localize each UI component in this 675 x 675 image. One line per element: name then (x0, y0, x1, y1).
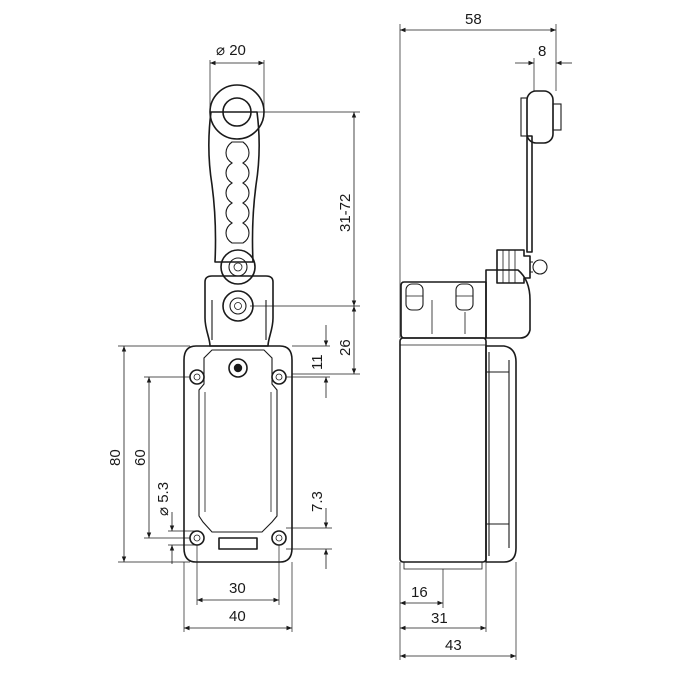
lever-side (526, 135, 533, 253)
top-screw (228, 358, 248, 378)
side-view (399, 90, 562, 570)
body-side (399, 337, 487, 563)
dimension-labels: ⌀ 20 31-72 26 11 80 60 ⌀ 5.3 7.3 30 40 5… (107, 11, 546, 654)
dim-body-depth: 31 (431, 610, 448, 627)
lever-hub-side (496, 249, 531, 284)
dim-body-width: 40 (229, 608, 246, 625)
cover-side (485, 345, 517, 563)
dim-roller-width: 8 (538, 43, 546, 60)
label-slot (218, 537, 258, 550)
dim-roller-diameter: ⌀ 20 (216, 42, 246, 59)
lever-clamp-screw (220, 249, 256, 285)
front-view (183, 84, 293, 563)
dim-hole-diameter: ⌀ 5.3 (155, 482, 172, 516)
lever-arm (208, 111, 260, 263)
dim-total-depth: 58 (465, 11, 482, 28)
dim-housing-depth: 43 (445, 637, 462, 654)
actuator-head (204, 275, 274, 347)
dim-mount-offset: 16 (411, 584, 428, 601)
dim-actuator-height: 26 (337, 339, 354, 356)
body-cover (198, 349, 278, 533)
lever-slot (225, 141, 250, 244)
mounting-holes (189, 369, 287, 546)
dim-lever-length: 31-72 (337, 194, 354, 232)
dim-hole-spacing-horizontal: 30 (229, 580, 246, 597)
dim-head-offset: 11 (309, 354, 326, 370)
switch-body (183, 345, 293, 563)
dim-hole-offset-bottom: 7.3 (309, 491, 326, 512)
dim-body-height: 80 (107, 449, 124, 466)
dimension-lines (118, 24, 572, 660)
shaft-screw (222, 290, 254, 322)
dim-hole-spacing-vertical: 60 (132, 449, 149, 466)
actuator-block (485, 269, 531, 339)
